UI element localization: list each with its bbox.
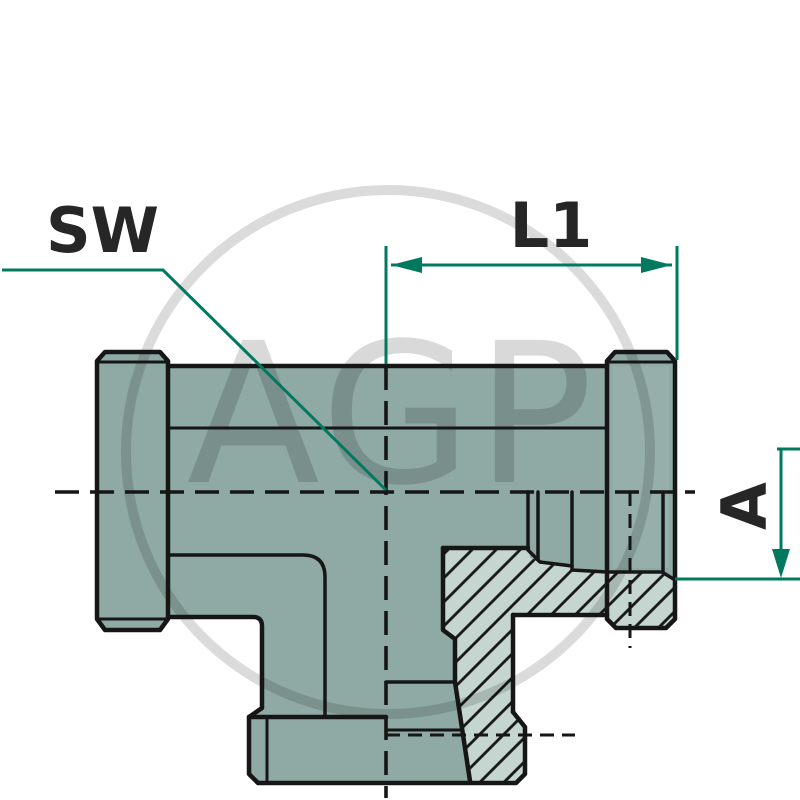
centerlines [55, 366, 695, 798]
watermark-text: AGP [187, 301, 598, 528]
dimensions [2, 246, 800, 581]
right-nut-facet-panel [613, 366, 669, 568]
dimension-labels: SW L1 A [46, 189, 781, 530]
fitting-body-fills [97, 352, 675, 783]
body-and-leg [168, 366, 607, 783]
l1-arrow-left [391, 257, 422, 273]
label-l1: L1 [510, 189, 593, 262]
dimension-l1 [384, 246, 679, 364]
label-sw: SW [46, 194, 159, 267]
sw-leader-line [2, 268, 388, 492]
l1-arrow-right [641, 257, 672, 273]
section-hatching [443, 548, 675, 783]
a-arrow-down [772, 549, 790, 578]
dimension-a [675, 447, 800, 581]
watermark: AGP [121, 185, 655, 719]
label-a: A [708, 482, 781, 530]
watermark-circle [121, 185, 655, 719]
